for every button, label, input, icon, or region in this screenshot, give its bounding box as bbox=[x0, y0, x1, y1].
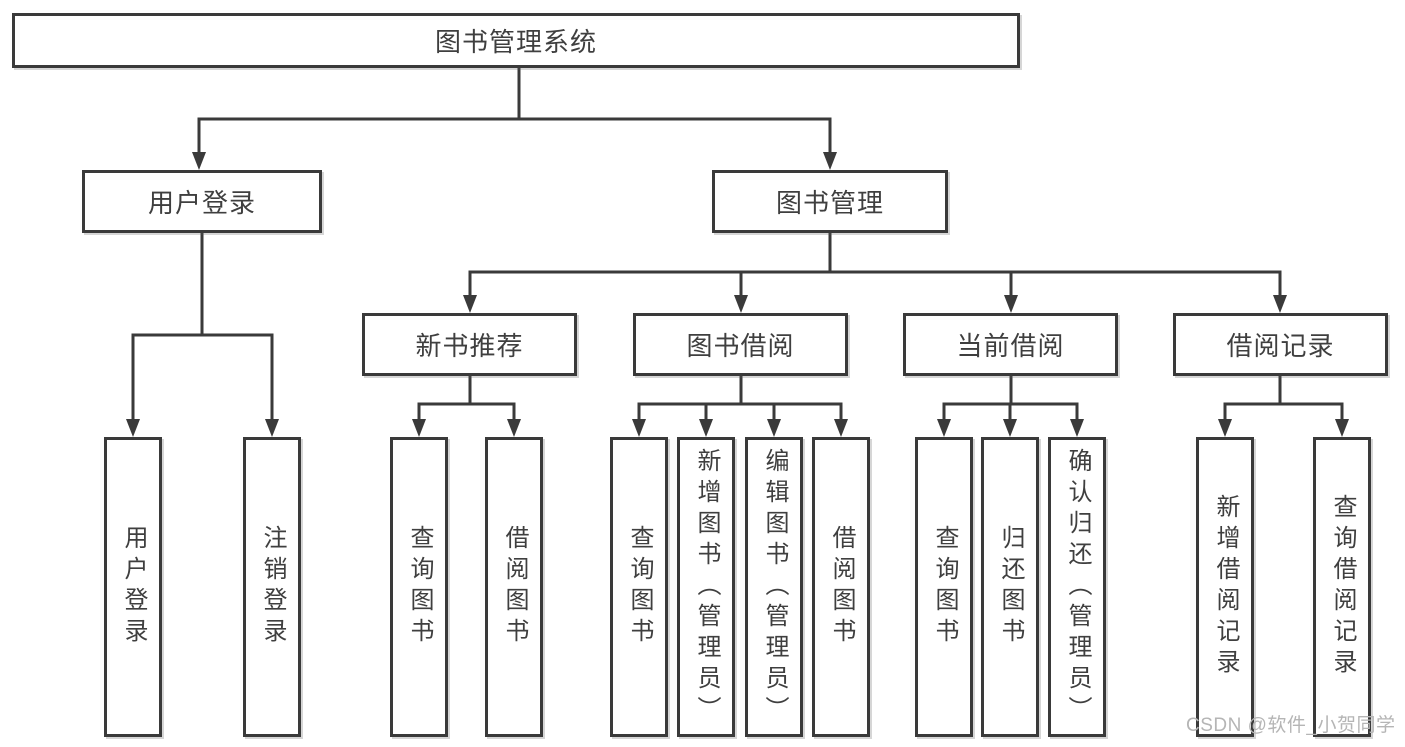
leaf-borrow-borrow-books: 借阅图书 bbox=[812, 437, 870, 737]
leaf-borrow-add-books-admin: 新增图书（管理员） bbox=[677, 437, 735, 737]
csdn-watermark: CSDN @软件_小贺同学 bbox=[1186, 715, 1396, 736]
node-book-borrow: 图书借阅 bbox=[633, 313, 848, 376]
node-current-borrow: 当前借阅 bbox=[903, 313, 1118, 376]
leaf-recommend-borrow-books: 借阅图书 bbox=[485, 437, 543, 737]
node-user-login: 用户登录 bbox=[82, 170, 322, 233]
connector-current-borrow-to-leaves bbox=[937, 373, 1084, 437]
connector-user-login-to-leaves bbox=[126, 230, 279, 437]
leaf-recommend-query-books: 查询图书 bbox=[390, 437, 448, 737]
leaf-records-query-record: 查询借阅记录 bbox=[1313, 437, 1371, 737]
connector-book-management-to-level3 bbox=[463, 230, 1287, 313]
leaf-borrow-edit-books-admin: 编辑图书（管理员） bbox=[745, 437, 803, 737]
leaf-borrow-query-books: 查询图书 bbox=[610, 437, 668, 737]
leaf-records-add-record: 新增借阅记录 bbox=[1196, 437, 1254, 737]
leaf-current-confirm-return-admin: 确认归还（管理员） bbox=[1048, 437, 1106, 737]
node-book-management: 图书管理 bbox=[712, 170, 948, 233]
leaf-current-query-books: 查询图书 bbox=[915, 437, 973, 737]
leaf-current-return-books: 归还图书 bbox=[981, 437, 1039, 737]
connector-book-borrow-to-leaves bbox=[632, 373, 848, 437]
node-new-book-recommend: 新书推荐 bbox=[362, 313, 577, 376]
node-root-system: 图书管理系统 bbox=[12, 13, 1020, 68]
leaf-user-login: 用户登录 bbox=[104, 437, 162, 737]
connector-root-to-level2 bbox=[192, 64, 837, 170]
connector-new-book-recommend-to-leaves bbox=[412, 373, 521, 437]
connector-borrow-records-to-leaves bbox=[1218, 373, 1349, 437]
node-borrow-records: 借阅记录 bbox=[1173, 313, 1388, 376]
leaf-logout: 注销登录 bbox=[243, 437, 301, 737]
